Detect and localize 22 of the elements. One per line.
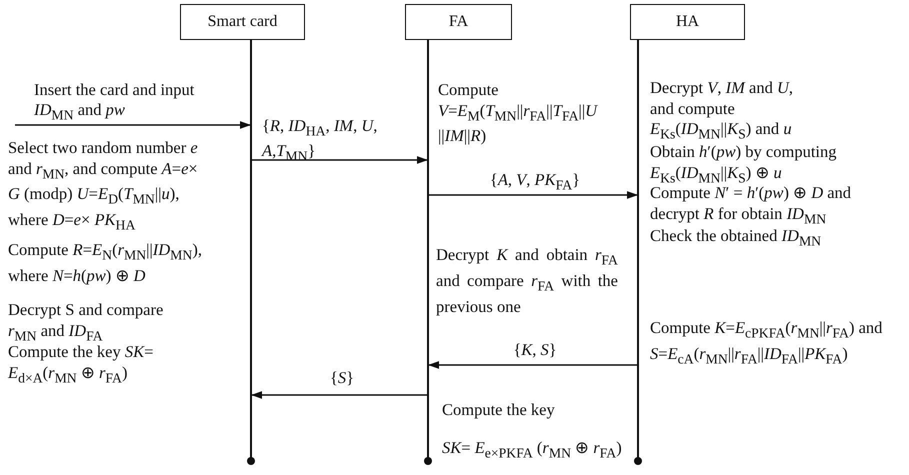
participant-box: Smart card bbox=[180, 4, 305, 40]
note-text: Compute the key SK= E$_{d×A}$(r$_{MN}$ ⊕ r$_{FA}$) bbox=[8, 342, 154, 387]
note-text: Decrypt K and obtain r$_{FA}$ and compare r$_{FA}$ with the previous one bbox=[436, 245, 618, 318]
note-text: Compute K=E$_{cPKFA}$(r$_{MN}$||r$_{FA}$) and S=E$_{cA}$(r$_{MN}$||r$_{FA}$||ID$_{FA}$||PK$_{FA}$) bbox=[650, 318, 884, 368]
note-text: Compute V=E$_{M}$(T$_{MN}$||r$_{FA}$||T$_{FA}$||U ||IM||R) bbox=[438, 80, 599, 147]
arrow bbox=[428, 191, 638, 199]
participant-box: FA bbox=[405, 4, 512, 40]
message-label: {A, V, PK$_{FA}$} bbox=[488, 170, 582, 194]
message-label: Insert the card and input ID$_{MN}$ and pw bbox=[34, 80, 196, 124]
note-text: Decrypt S and compare r$_{MN}$ and ID$_{FA}$ bbox=[8, 300, 164, 345]
arrow bbox=[428, 361, 638, 369]
note-text: SK= E$_{e×PK}$$_{FA}$ (r$_{MN}$ ⊕ r$_{FA}$) bbox=[442, 438, 623, 462]
participant-box: HA bbox=[630, 4, 745, 40]
note-text: Check the obtained ID$_{MN}$ bbox=[650, 226, 822, 250]
arrow bbox=[15, 121, 251, 129]
message-label: {S} bbox=[328, 368, 356, 388]
note-text: Compute the key bbox=[442, 400, 556, 420]
arrow bbox=[251, 156, 428, 164]
note-text: Compute R=E$_{N}$(r$_{MN}$||ID$_{MN}$), where N=h(pw) ⊕ D bbox=[8, 240, 203, 286]
note-text: Select two random number e and r$_{MN}$, and compute A=e× G (modp) U=E$_{D}$(T$_{MN}$||u), where D=e× PK$_{HA}$ bbox=[8, 138, 199, 234]
arrow bbox=[251, 391, 428, 399]
message-label: {K, S} bbox=[512, 340, 558, 360]
